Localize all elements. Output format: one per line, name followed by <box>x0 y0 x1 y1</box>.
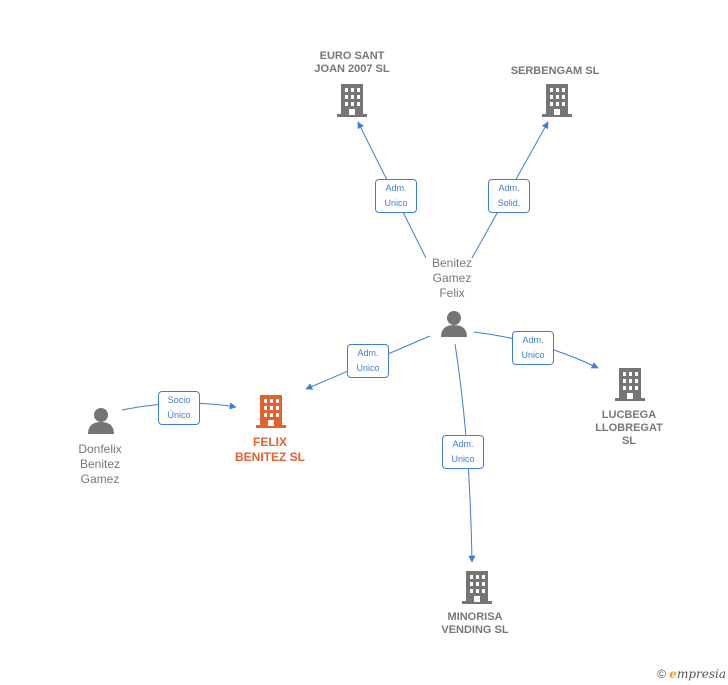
felix-benitez-label[interactable]: FELIX BENITEZ SL <box>234 435 305 464</box>
euro-sant-joan-label[interactable]: EURO SANT JOAN 2007 SL <box>314 50 390 75</box>
edge-label-to-euro: Adm. Unico <box>375 179 417 213</box>
minorisa-label[interactable]: MINORISA VENDING SL <box>441 611 509 636</box>
donfelix-person-icon[interactable] <box>88 408 114 434</box>
edge-label-to-serbengam: Adm. Solid. <box>488 179 530 213</box>
benitez-gamez-felix-person-icon[interactable] <box>441 311 467 337</box>
lucbega-label[interactable]: LUCBEGA LLOBREGAT SL <box>595 409 663 447</box>
edge-label-to-lucbega: Adm. Unico <box>512 331 554 365</box>
empresia-logo[interactable]: empresia <box>669 667 726 681</box>
serbengam-label[interactable]: SERBENGAM SL <box>510 65 600 77</box>
copyright-symbol: © <box>657 667 666 681</box>
benitez-gamez-felix-label[interactable]: Benitez Gamez Felix <box>431 256 473 300</box>
minorisa-building-icon[interactable] <box>462 571 492 604</box>
copyright-notice: © empresia <box>657 667 726 681</box>
donfelix-label[interactable]: Donfelix Benitez Gamez <box>78 442 122 486</box>
serbengam-building-icon[interactable] <box>542 84 572 117</box>
edge-label-donfelix-to-felix: Socio Único <box>158 391 200 425</box>
lucbega-building-icon[interactable] <box>615 368 645 401</box>
edge-label-to-felix: Adm. Unico <box>347 344 389 378</box>
edge-label-to-minorisa: Adm. Unico <box>442 435 484 469</box>
felix-benitez-building-icon[interactable] <box>256 395 286 428</box>
euro-sant-joan-building-icon[interactable] <box>337 84 367 117</box>
